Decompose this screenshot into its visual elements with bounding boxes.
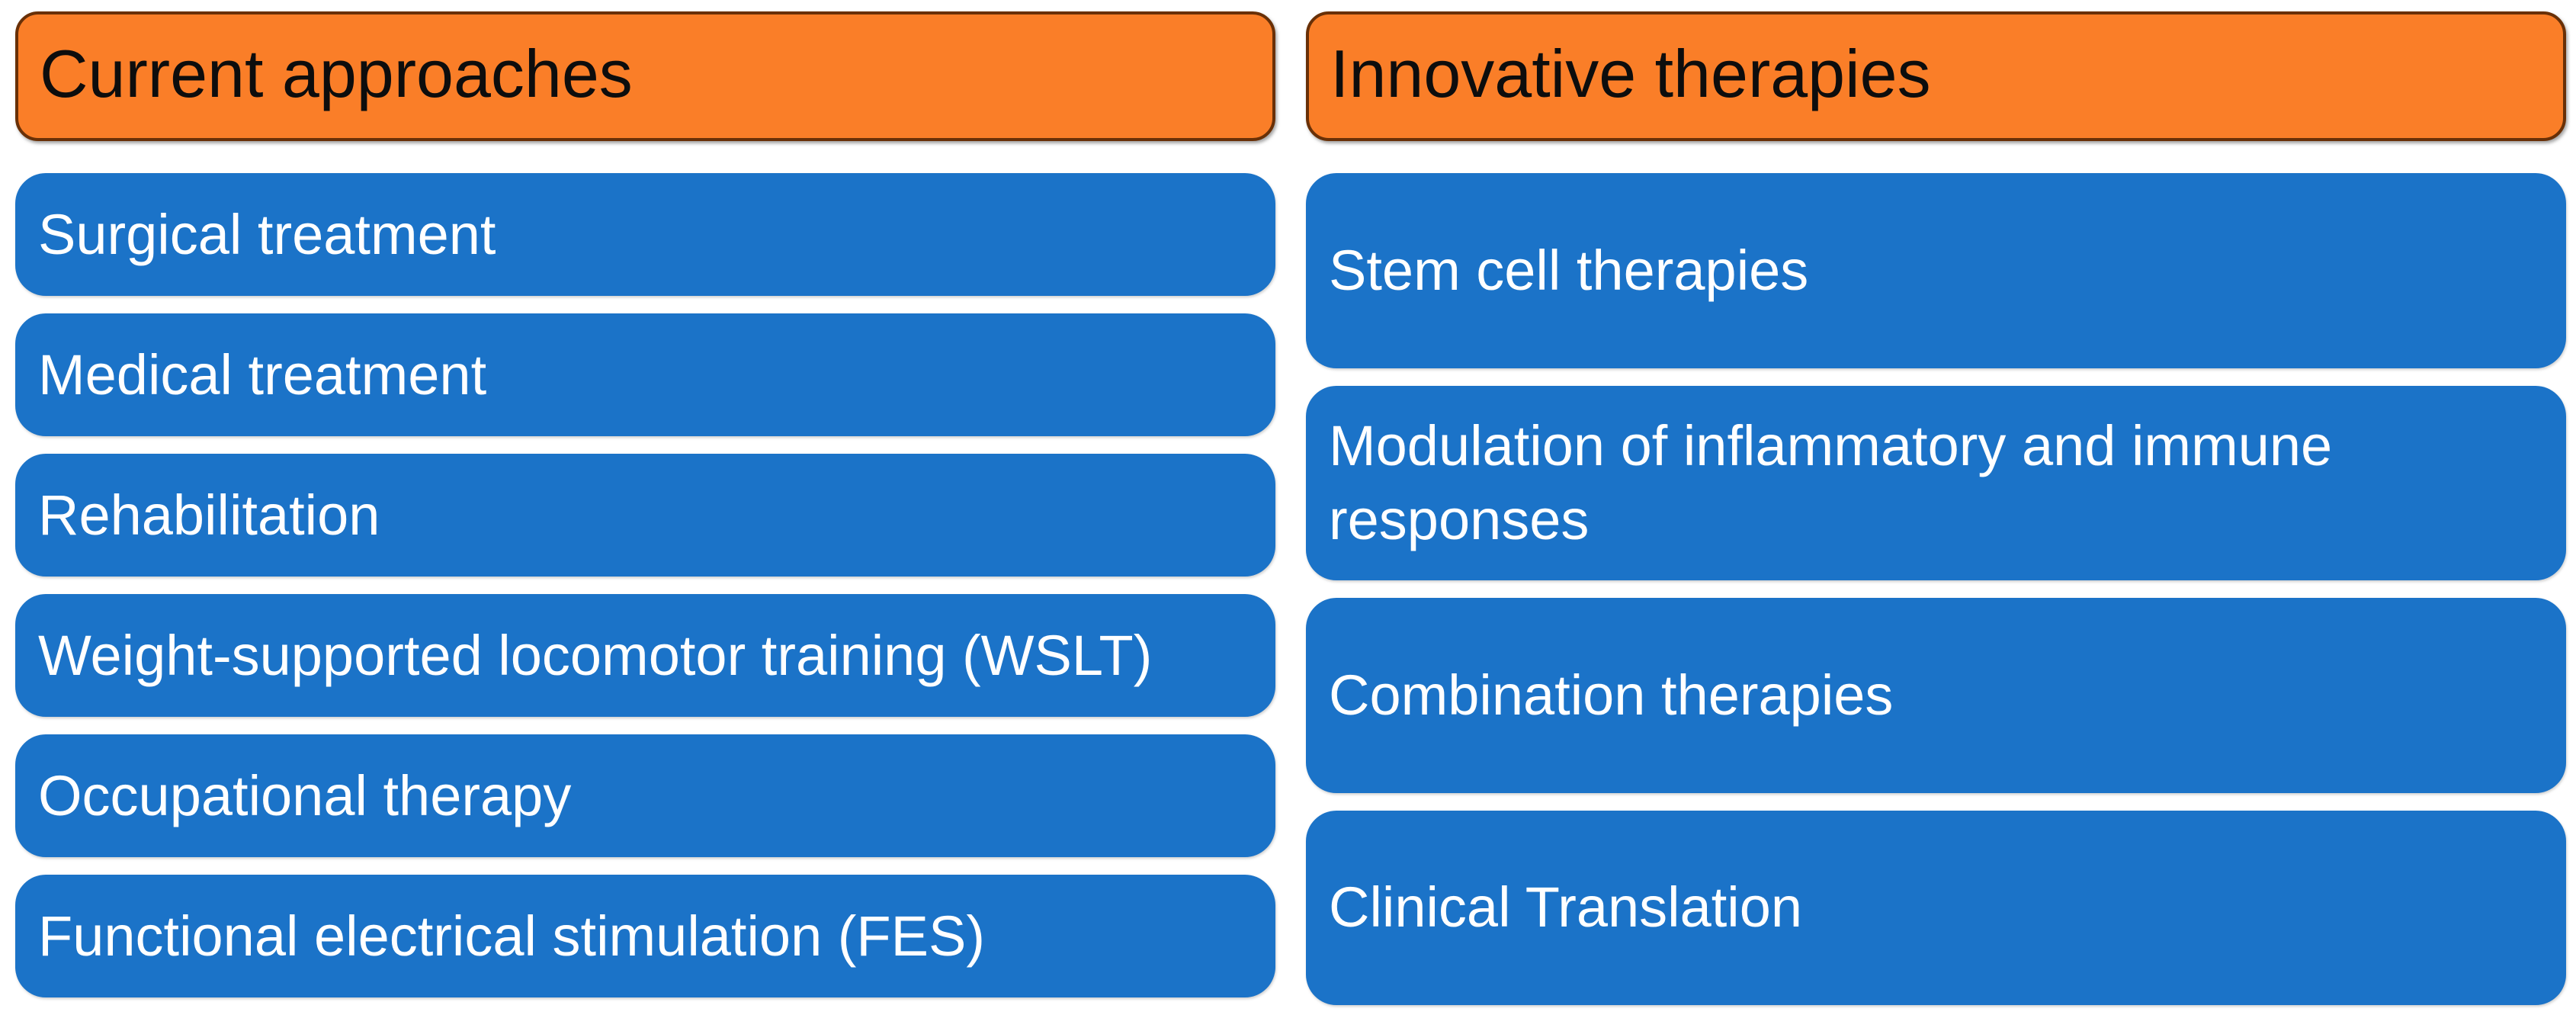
item-clinical-translation-label: Clinical Translation	[1329, 875, 1803, 940]
item-weight-supported-locomotor-training: Weight-supported locomotor training (WSL…	[15, 594, 1275, 717]
item-medical-treatment: Medical treatment	[15, 313, 1275, 436]
column-innovative-therapies: Innovative therapies Stem cell therapies…	[1306, 11, 2566, 1005]
item-medical-treatment-label: Medical treatment	[38, 342, 487, 406]
item-modulation-inflammatory-immune-label: Modulation of inflammatory and immune re…	[1329, 413, 2333, 552]
item-functional-electrical-stimulation-label: Functional electrical stimulation (FES)	[38, 904, 985, 968]
item-modulation-inflammatory-immune: Modulation of inflammatory and immune re…	[1306, 385, 2566, 580]
header-innovative-therapies-label: Innovative therapies	[1330, 36, 1931, 111]
header-current-approaches: Current approaches	[15, 11, 1275, 141]
item-surgical-treatment-label: Surgical treatment	[38, 202, 496, 266]
header-current-approaches-label: Current approaches	[40, 36, 633, 111]
innovative-therapies-list: Stem cell therapies Modulation of inflam…	[1306, 173, 2566, 1005]
item-stem-cell-therapies: Stem cell therapies	[1306, 173, 2566, 368]
item-weight-supported-locomotor-training-label: Weight-supported locomotor training (WSL…	[38, 623, 1153, 687]
item-functional-electrical-stimulation: Functional electrical stimulation (FES)	[15, 875, 1275, 997]
item-rehabilitation-label: Rehabilitation	[38, 483, 380, 547]
item-combination-therapies-label: Combination therapies	[1329, 663, 1894, 727]
item-stem-cell-therapies-label: Stem cell therapies	[1329, 238, 1809, 302]
item-surgical-treatment: Surgical treatment	[15, 173, 1275, 296]
item-occupational-therapy-label: Occupational therapy	[38, 763, 572, 827]
column-current-approaches: Current approaches Surgical treatment Me…	[15, 11, 1275, 997]
item-combination-therapies: Combination therapies	[1306, 598, 2566, 793]
item-clinical-translation: Clinical Translation	[1306, 810, 2566, 1005]
header-innovative-therapies: Innovative therapies	[1306, 11, 2566, 141]
current-approaches-list: Surgical treatment Medical treatment Reh…	[15, 173, 1275, 997]
item-occupational-therapy: Occupational therapy	[15, 734, 1275, 857]
item-rehabilitation: Rehabilitation	[15, 454, 1275, 577]
